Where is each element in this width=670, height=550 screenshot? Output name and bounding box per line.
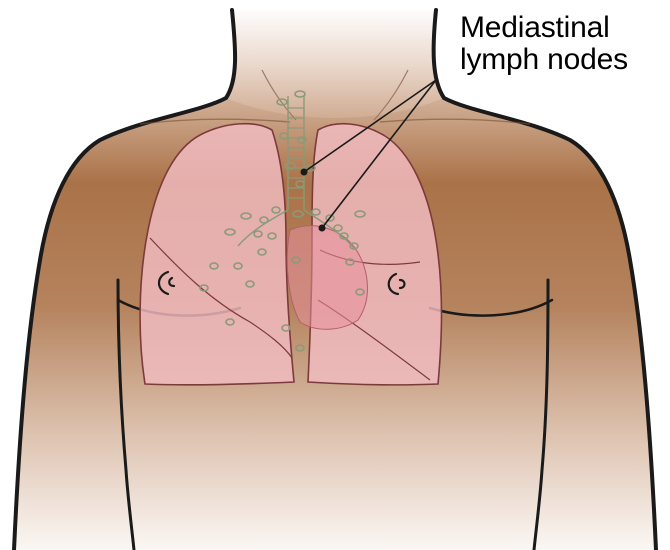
pointer-dot-lower <box>319 225 326 232</box>
annotation-label-line-1: Mediastinal <box>460 12 610 44</box>
neck <box>226 10 444 118</box>
pointer-dot-upper <box>301 169 308 176</box>
annotation-label-line-2: lymph nodes <box>460 44 628 76</box>
